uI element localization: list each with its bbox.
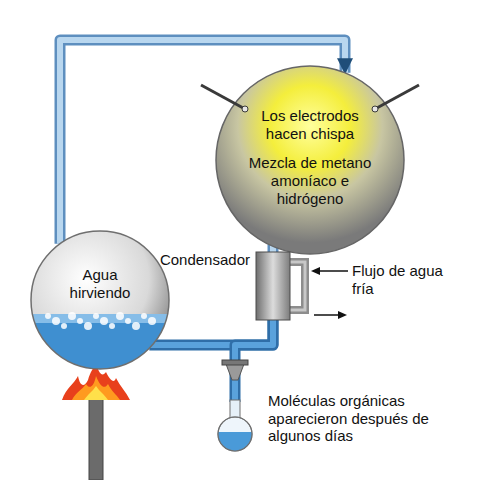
bubble (93, 313, 99, 319)
inflow-arrow-shaft (318, 270, 348, 272)
flame-core (84, 386, 108, 400)
text-block: Los electrodos hacen chispaMezcla de met… (240, 107, 380, 207)
electrode-tip (242, 106, 248, 112)
bubble (141, 313, 147, 319)
water (30, 314, 170, 370)
stopcock (222, 360, 248, 380)
sphere-outline (216, 66, 404, 254)
electrode-rod (375, 85, 419, 109)
jacket-highlight (289, 262, 305, 310)
node-heading: Agua hirviendo (55, 266, 145, 301)
burner-stem (89, 398, 103, 480)
flask-outline (218, 417, 252, 451)
outflow-arrow-head (338, 311, 347, 319)
bubble (132, 322, 140, 330)
bubble (84, 322, 92, 330)
stopcock-handle (222, 360, 248, 365)
text-block: Moléculas orgánicas aparecieron después … (268, 392, 464, 445)
text-block: Agua hirviendo (55, 266, 145, 301)
bubble (61, 323, 67, 329)
inflow-arrow-head (311, 267, 320, 275)
bubble (116, 312, 124, 320)
condenser: Condensador (256, 252, 290, 320)
burner (62, 362, 130, 480)
bubble (77, 318, 83, 324)
node-body: Mezcla de metano amoníaco e hidrógeno (240, 154, 380, 207)
node-heading: Moléculas orgánicas aparecieron después … (268, 392, 464, 445)
bubble (68, 312, 76, 320)
text-block: Condensador (160, 251, 250, 269)
boiling-flask: Agua hirviendo (30, 230, 170, 370)
electrode-tip (372, 106, 378, 112)
node-heading: Los electrodos hacen chispa (240, 107, 380, 142)
node-heading: Condensador (160, 251, 250, 269)
stopcock-body (226, 364, 244, 380)
flask-glass (31, 231, 169, 369)
flame-inner (72, 376, 120, 400)
cold-water-jacket (289, 262, 305, 310)
collection-flask: Moléculas orgánicas aparecieron después … (212, 400, 258, 452)
flask-outline (31, 231, 169, 369)
bubble (109, 323, 115, 329)
collection-flask-shape (212, 400, 258, 452)
bubble (100, 317, 108, 325)
outflow-arrow-shaft (314, 314, 340, 316)
electrode-rod (201, 85, 245, 109)
bubble (45, 313, 51, 319)
reaction-sphere: Los electrodos hacen chispaMezcla de met… (215, 65, 405, 255)
bubble (148, 317, 156, 325)
condenser-body (256, 252, 290, 320)
flow-arrows (311, 267, 348, 319)
condenser-shape (256, 252, 290, 320)
bubble (52, 317, 60, 325)
cold-water-label: Flujo de agua fría (352, 262, 462, 297)
jacket-bracket (289, 262, 305, 310)
bubble (125, 318, 131, 324)
